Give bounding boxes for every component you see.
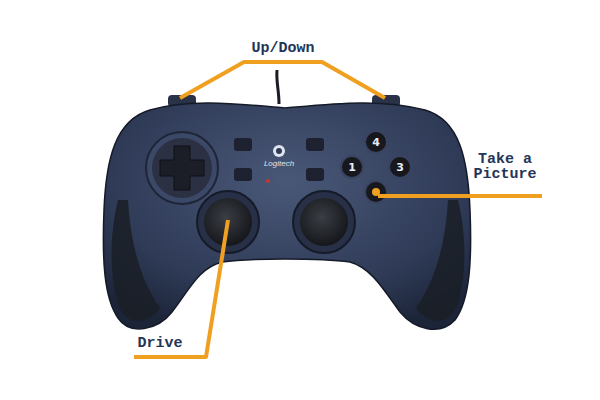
dpad-ring	[146, 132, 218, 204]
face-button	[389, 156, 411, 178]
face-button	[365, 131, 387, 153]
analog-stick	[300, 198, 348, 246]
callout-label: Drive	[125, 336, 195, 351]
dpad-base	[152, 138, 212, 198]
dpad-cross	[160, 146, 204, 190]
leader-line	[378, 194, 542, 198]
small-button	[306, 138, 324, 151]
face-button	[341, 156, 363, 178]
led	[266, 179, 270, 183]
small-button	[234, 138, 252, 151]
stick-well	[293, 191, 355, 253]
button-number: 4	[368, 137, 384, 148]
button-number: 3	[392, 162, 408, 173]
leader-line	[180, 62, 385, 98]
grip	[112, 200, 160, 321]
small-button	[234, 168, 252, 181]
face-button	[365, 181, 387, 203]
small-button	[306, 168, 324, 181]
grip	[416, 200, 464, 321]
gamepad-body	[103, 103, 470, 329]
cable	[277, 70, 279, 104]
callout-label: Up/Down	[223, 41, 343, 56]
logo-mark	[273, 145, 285, 157]
logo-mark	[276, 148, 282, 154]
brand-logo: Logitech	[254, 160, 304, 168]
button-number: 1	[344, 162, 360, 173]
callout-label: Take a Picture	[460, 152, 550, 182]
